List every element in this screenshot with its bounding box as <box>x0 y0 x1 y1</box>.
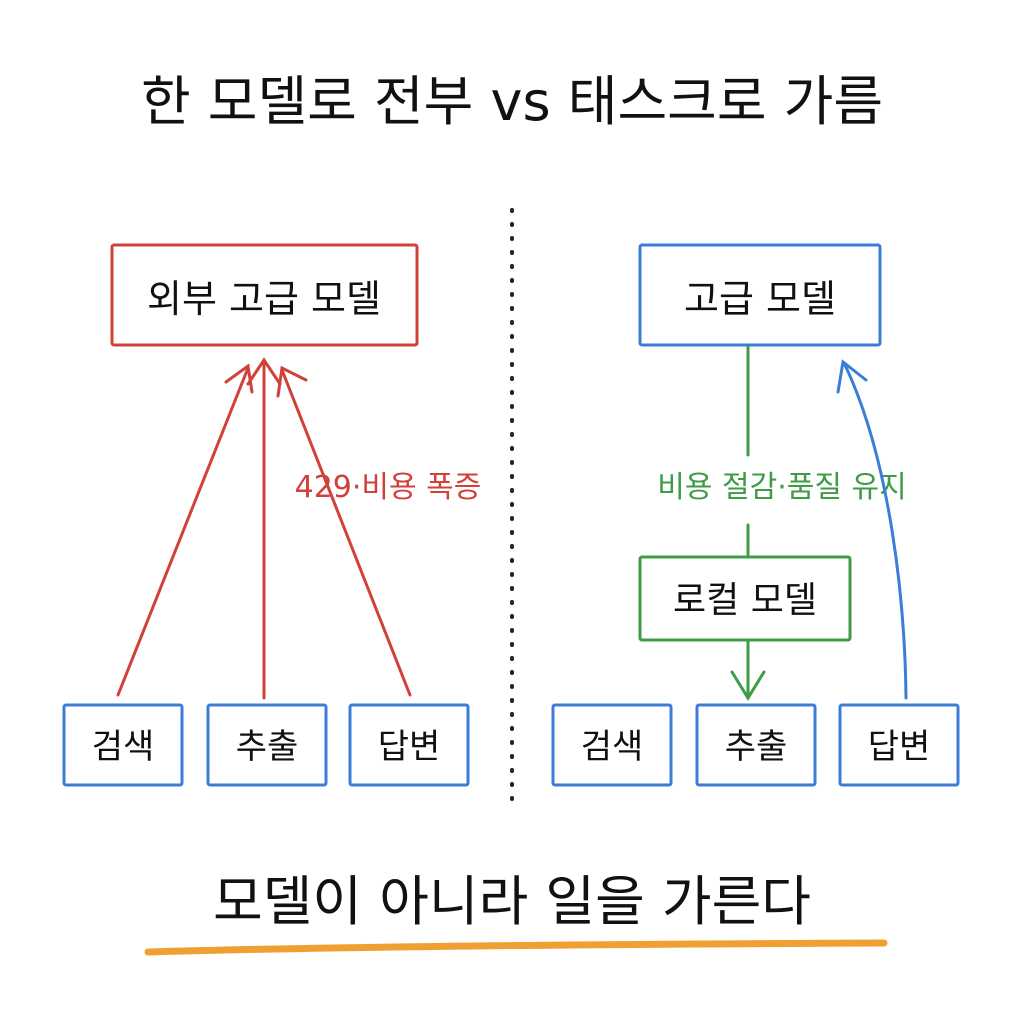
blue-arrowhead <box>836 359 868 394</box>
footer-underline <box>144 939 888 956</box>
right-task-search-box <box>551 703 673 787</box>
arrow-search-to-model <box>116 366 250 697</box>
external-premium-model-box <box>110 243 419 347</box>
left-task-answer-label: 답변 <box>378 727 441 767</box>
external-premium-model-label: 외부 고급 모델 <box>147 277 381 321</box>
left-task-answer-box <box>348 703 470 787</box>
green-arrowhead <box>730 670 766 701</box>
left-task-search-label: 검색 <box>92 727 155 767</box>
left-arrow-label: 429·비용 폭증 <box>295 470 482 505</box>
page-title: 한 모델로 전부 vs 태스크로 가름 <box>141 70 883 133</box>
right-task-answer-label: 답변 <box>868 727 931 767</box>
premium-model-label: 고급 모델 <box>684 277 836 321</box>
local-model-box <box>638 555 852 642</box>
left-task-extract-label: 추출 <box>236 727 299 767</box>
blue-arrow-answer-to-premium <box>843 363 908 700</box>
right-task-extract-box <box>695 703 817 787</box>
arrow-answer-to-model <box>280 368 412 697</box>
right-task-extract-label: 추출 <box>725 727 788 767</box>
right-green-connector <box>730 345 766 701</box>
arrowhead-answer <box>276 365 308 398</box>
right-arrow-label: 비용 절감·품질 유지 <box>657 470 906 505</box>
premium-model-box <box>638 243 882 347</box>
right-task-search-label: 검색 <box>581 727 644 767</box>
left-task-search-box <box>62 703 184 787</box>
right-task-answer-box <box>838 703 960 787</box>
right-blue-arrow <box>836 359 908 700</box>
local-model-label: 로컬 모델 <box>673 580 817 621</box>
left-task-extract-box <box>206 703 328 787</box>
left-red-arrows <box>116 357 412 700</box>
arrowhead-extract <box>246 357 282 386</box>
footer-caption: 모델이 아니라 일을 가른다 <box>213 870 811 933</box>
arrowhead-search <box>224 363 254 394</box>
